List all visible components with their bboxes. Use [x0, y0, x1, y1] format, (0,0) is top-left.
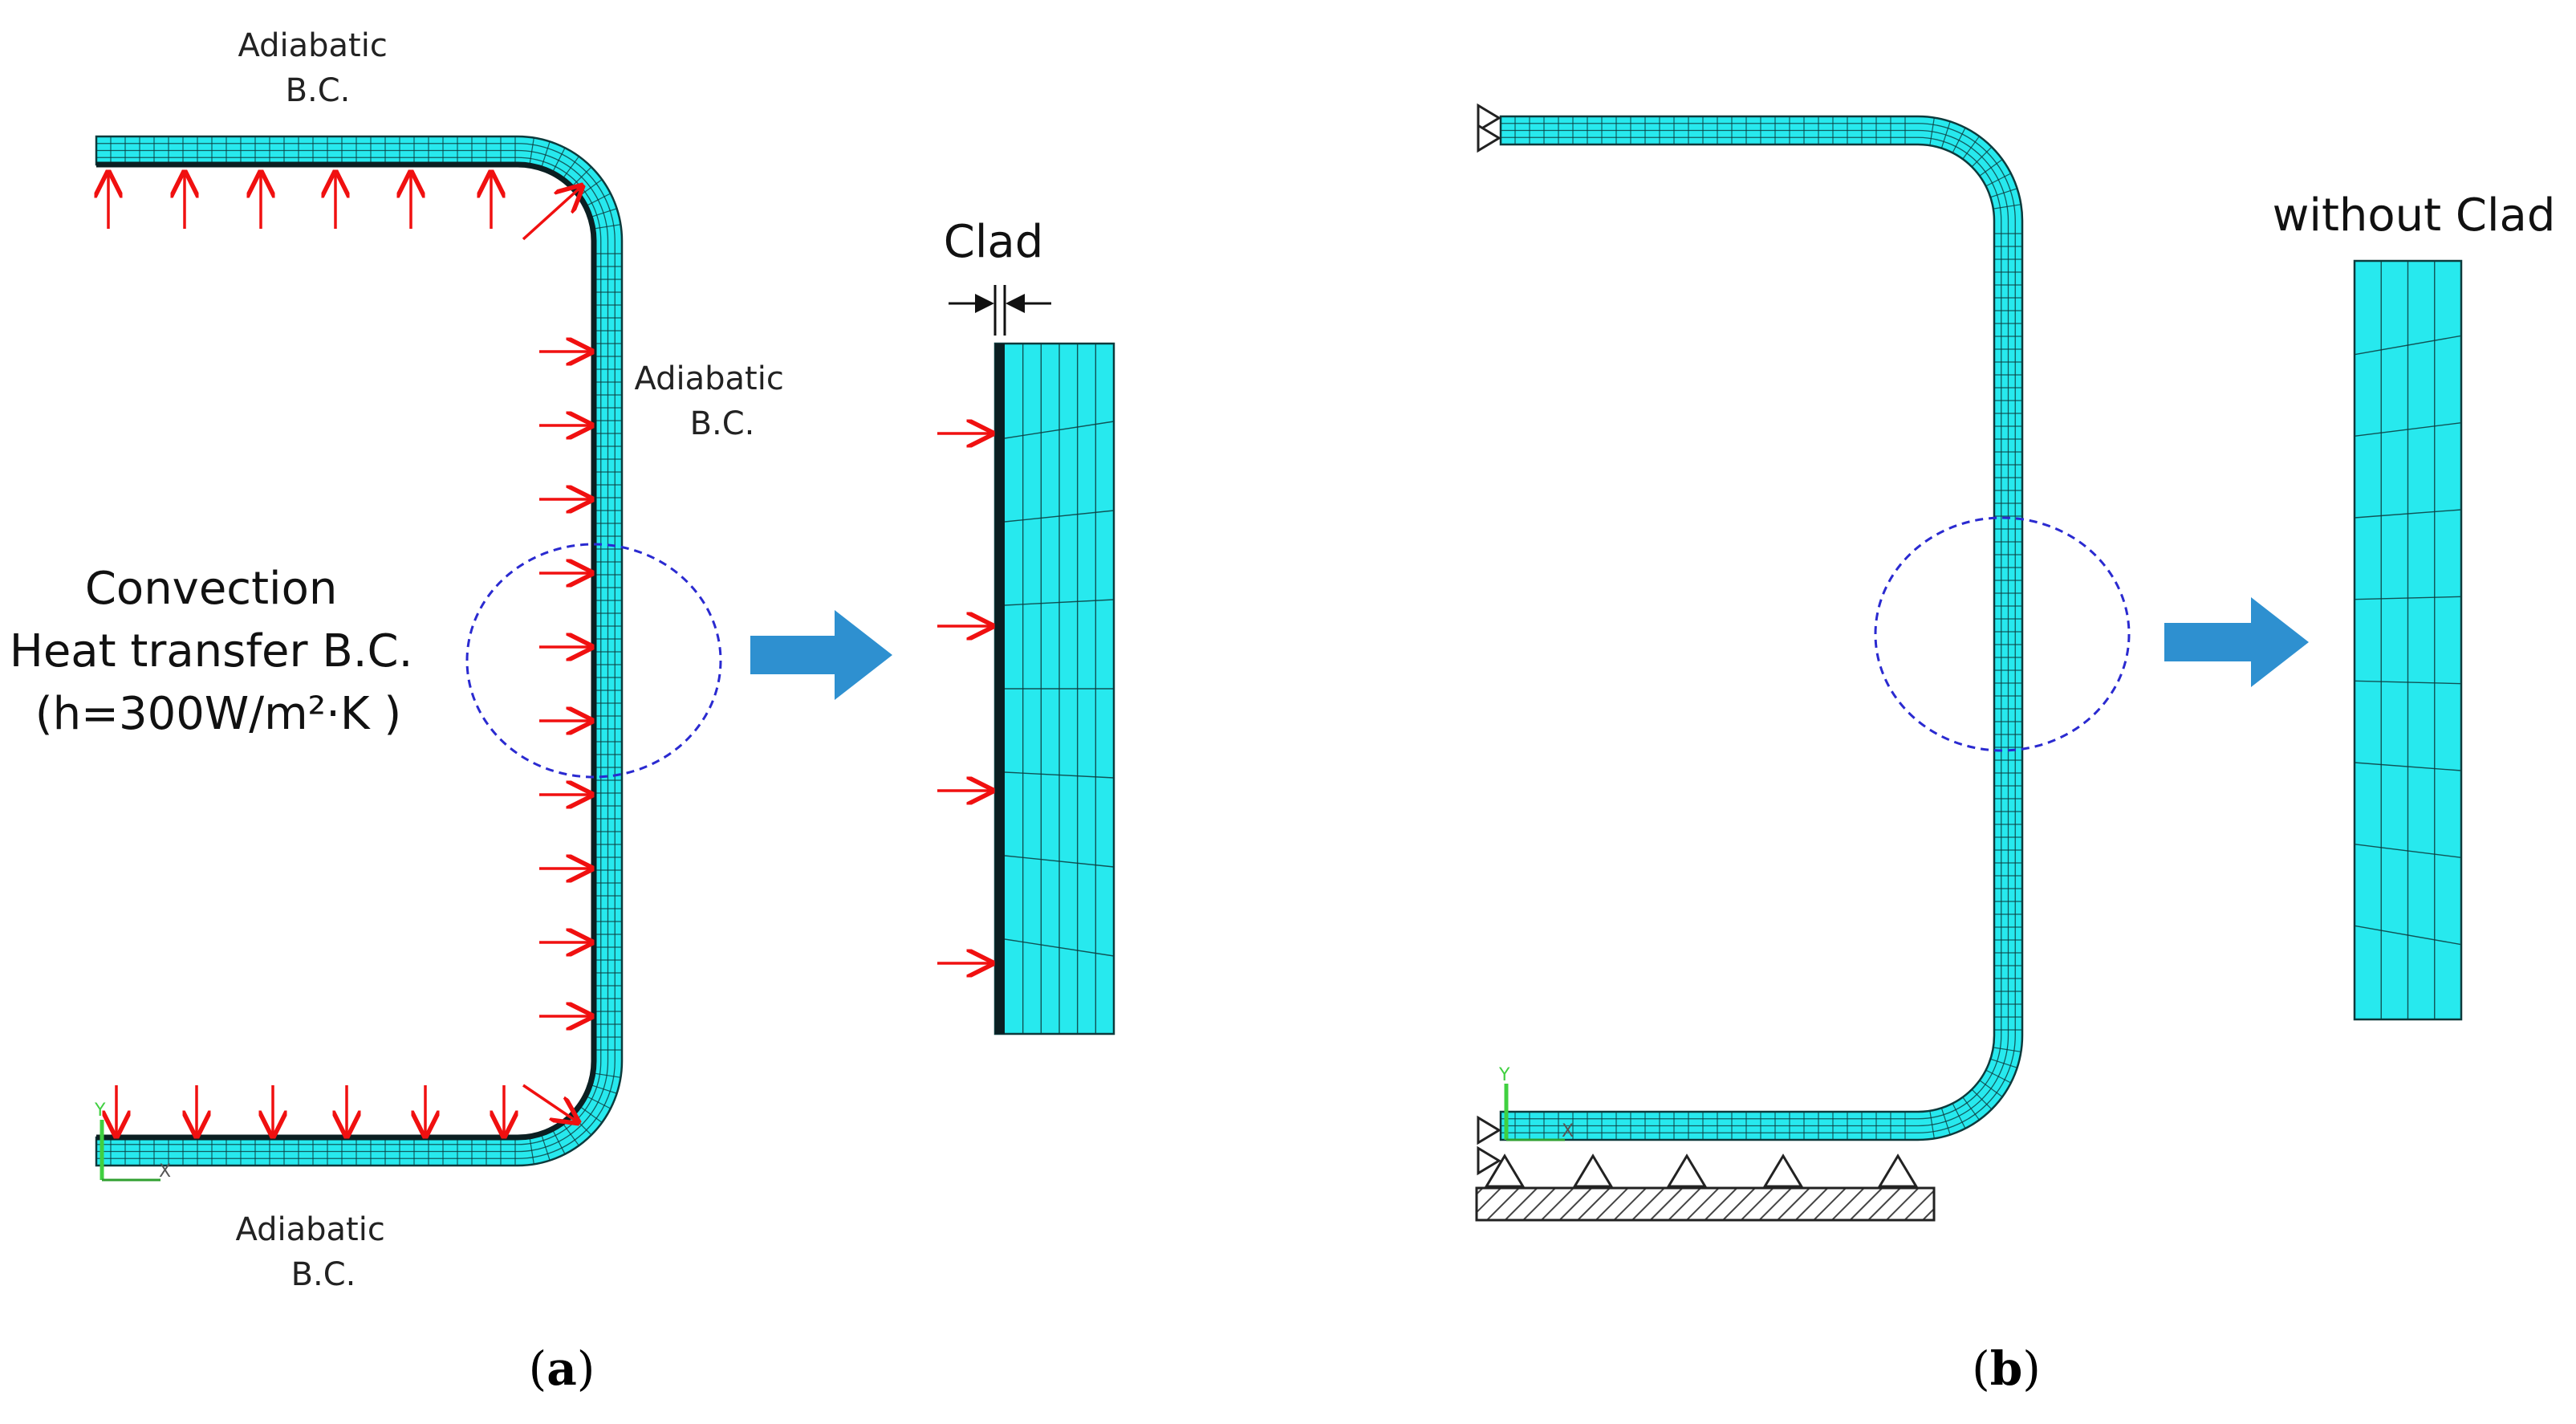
detail-mesh-b	[2354, 261, 2462, 1019]
mesh-row-line	[1004, 938, 1115, 957]
mesh-radial-line	[1985, 173, 2012, 187]
mesh-row-line	[1004, 510, 1115, 523]
mesh-radial-line	[1971, 1088, 1993, 1110]
mesh-row-line	[2354, 680, 2462, 685]
mesh-radial-line	[1979, 1080, 2003, 1097]
flange-supports-b	[1477, 103, 1501, 1176]
axis-x-label-a: X	[159, 1162, 171, 1182]
top-adiabatic-label: Adiabatic B.C.	[238, 27, 397, 109]
triangle-support-icon	[1572, 1153, 1614, 1188]
mesh-radial-line	[1985, 1069, 2012, 1084]
triangle-support-icon	[1477, 103, 1501, 133]
mesh-row-line	[1004, 771, 1115, 779]
bottom-supports-b	[1484, 1153, 1919, 1188]
mesh-radial-line	[1952, 1103, 1966, 1129]
mesh-row-line	[2354, 596, 2462, 600]
mesh-radial-line	[1993, 204, 2021, 210]
mesh-row-line	[2354, 335, 2462, 356]
mesh-radial-line	[1952, 127, 1966, 153]
mesh-radial-line	[529, 1136, 534, 1165]
caption-a: (a)	[529, 1341, 595, 1396]
convection-arrows-a	[108, 173, 591, 1136]
mesh-radial-line	[590, 1084, 617, 1094]
mesh-radial-line	[551, 147, 566, 173]
right-adiabatic-label: Adiabatic B.C.	[634, 360, 794, 442]
mesh-layer-line	[96, 157, 602, 1145]
axis-triad-b: Y X	[1498, 1065, 1574, 1141]
detail-arrows-a	[937, 433, 992, 963]
caption-b: (b)	[1972, 1341, 2041, 1396]
zoom-arrow-b	[2164, 597, 2309, 687]
ground-hatch-b	[1475, 1186, 1936, 1222]
triangle-support-icon	[1477, 1115, 1501, 1145]
mesh-row-line	[2354, 421, 2462, 437]
triangle-support-icon	[1762, 1153, 1804, 1188]
triangle-support-icon	[1484, 1153, 1526, 1188]
mesh-radial-line	[1990, 1058, 2017, 1068]
mesh-layer-line	[1501, 123, 2016, 1133]
triangle-support-icon	[1477, 123, 1501, 153]
mesh-row-line	[1004, 855, 1115, 868]
axis-triad-a: Y X	[94, 1101, 171, 1182]
mesh-radial-line	[1962, 136, 1980, 160]
convection-bc-label: Convection Heat transfer B.C. (h=300W/m²…	[10, 563, 428, 740]
mesh-radial-line	[592, 1072, 621, 1078]
c-section-fill-b	[1499, 115, 2024, 1141]
zoom-circle-b	[1874, 516, 2131, 752]
mesh-radial-line	[590, 208, 617, 218]
bottom-adiabatic-label: Adiabatic B.C.	[235, 1211, 395, 1293]
axis-y-label-a: Y	[94, 1101, 106, 1121]
mesh-radial-line	[1929, 1110, 1935, 1139]
zoom-arrow-a	[750, 610, 892, 700]
without-clad-label: without Clad	[2273, 189, 2556, 242]
mesh-radial-line	[540, 141, 551, 169]
mesh-radial-line	[540, 1133, 551, 1161]
mesh-radial-line	[1971, 146, 1993, 168]
mesh-radial-line	[1979, 159, 2003, 177]
detail-strip-b	[2353, 259, 2463, 1021]
mesh-radial-line	[592, 224, 621, 230]
axis-x-label-b: X	[1562, 1121, 1574, 1141]
mesh-layer-line	[1501, 129, 2009, 1127]
mesh-row-line	[2354, 925, 2462, 946]
triangle-support-icon	[1877, 1153, 1919, 1188]
mesh-radial-line	[551, 1129, 566, 1155]
detail-mesh-a	[1004, 344, 1115, 1034]
mesh-lines-b	[1501, 116, 2022, 1140]
mesh-radial-line	[585, 193, 611, 207]
clad-dimension	[949, 285, 1051, 336]
red-arrow-icon	[522, 1084, 578, 1122]
mesh-layer-line	[96, 149, 609, 1153]
panel-b: Y X without Clad (b)	[1475, 103, 2556, 1396]
mesh-row-line	[2354, 509, 2462, 519]
mesh-section-b	[1499, 115, 2024, 1141]
clad-label: Clad	[944, 216, 1044, 268]
mesh-radial-line	[1929, 117, 1935, 146]
detail-strip-a	[993, 342, 1115, 1035]
mesh-radial-line	[1940, 121, 1951, 149]
zoom-circle-a	[465, 543, 722, 779]
triangle-support-icon	[1666, 1153, 1708, 1188]
triangle-support-icon	[1477, 1145, 1501, 1176]
mesh-radial-line	[562, 156, 579, 180]
mesh-layer-line	[1501, 136, 2002, 1120]
panel-a: Adiabatic B.C. Adiabatic B.C. Adiabatic …	[10, 27, 1115, 1396]
mesh-radial-line	[1962, 1096, 1980, 1121]
mesh-radial-line	[529, 137, 534, 166]
axis-y-label-b: Y	[1498, 1065, 1510, 1085]
mesh-radial-line	[1990, 188, 2017, 198]
mesh-radial-line	[1993, 1047, 2021, 1052]
mesh-row-line	[1004, 421, 1115, 439]
mesh-row-line	[2354, 843, 2462, 859]
mesh-row-line	[1004, 599, 1115, 606]
mesh-layer-line	[96, 143, 616, 1159]
mesh-row-line	[2354, 762, 2462, 771]
mesh-lines-a	[96, 136, 622, 1166]
mesh-radial-line	[1940, 1108, 1951, 1135]
mesh-radial-line	[562, 1122, 579, 1146]
mesh-radial-line	[585, 1095, 611, 1109]
red-arrow-icon	[522, 186, 582, 241]
